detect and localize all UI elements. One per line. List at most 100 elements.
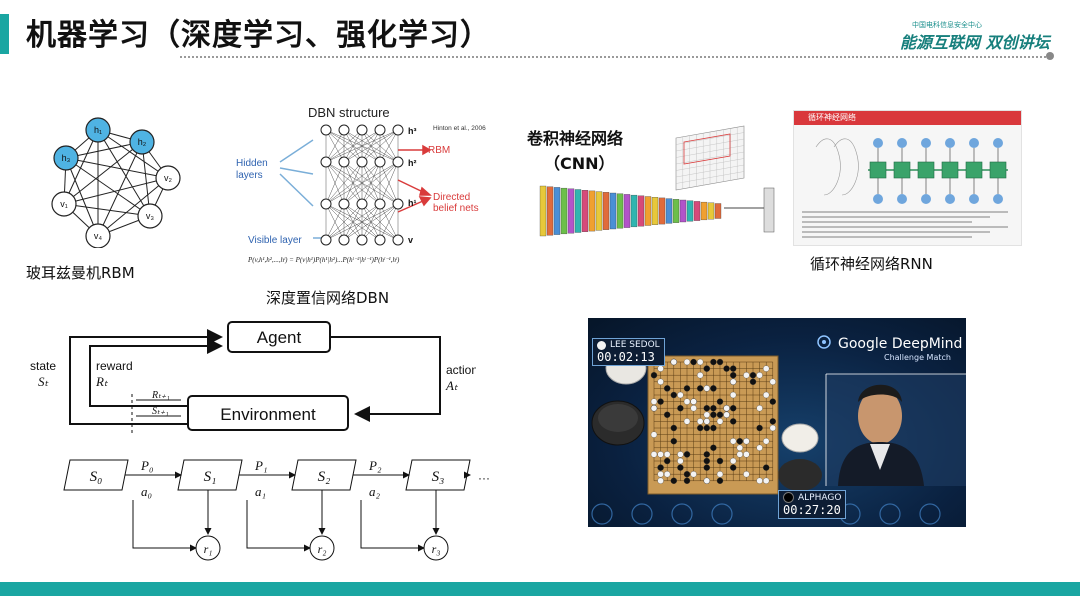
go-stone <box>664 385 670 391</box>
dbn-node <box>393 157 403 167</box>
go-stone <box>717 418 723 424</box>
go-stone <box>717 359 723 365</box>
player2-name: ALPHAGO <box>798 493 841 503</box>
go-stone <box>691 399 697 405</box>
brand-main-text: 能源互联网 双创讲坛 <box>900 29 1050 53</box>
go-stone <box>710 425 716 431</box>
reward-label: reward <box>96 359 133 373</box>
player1-scorebox: LEE SEDOL 00:02:13 <box>592 338 665 366</box>
go-stone <box>658 465 664 471</box>
mdp-chain-diagram: S₀S₁S₂S₃P₀a₀r₁P₁a₁r₂P₂a₂r₃ ··· <box>60 448 510 572</box>
dbn-diagram: DBN structure Hinton et al., 2006 Hidden… <box>228 100 508 272</box>
mdp-action-label: a₁ <box>255 484 266 499</box>
go-stone <box>658 478 664 484</box>
go-stone <box>697 372 703 378</box>
cnn-feature-map <box>568 189 574 233</box>
player2-scorebox: ALPHAGO 00:27:20 <box>778 490 846 519</box>
deepmind-subtitle: Challenge Match <box>884 353 951 362</box>
rnn-output-node <box>993 138 1003 148</box>
mdp-ellipsis: ··· <box>478 471 490 485</box>
rl-loop-diagram: Agent Environment state Sₜ reward Rₜ act… <box>26 316 476 438</box>
go-stone <box>671 438 677 444</box>
go-stone <box>730 458 736 464</box>
cnn-feature-map <box>701 202 707 220</box>
cnn-feature-map <box>631 195 637 227</box>
cnn-illustration <box>534 118 784 258</box>
cnn-feature-map <box>547 187 553 236</box>
dbn-caption: 深度置信网络DBN <box>266 287 389 308</box>
go-stone <box>697 418 703 424</box>
dbn-hidden-label-1: Hidden <box>236 158 268 169</box>
go-stone <box>704 451 710 457</box>
rnn-output-node <box>897 138 907 148</box>
go-stone <box>757 478 763 484</box>
rbm-caption: 玻耳兹曼机RBM <box>26 262 135 283</box>
go-stone <box>664 412 670 418</box>
rbm-label-v3: v₃ <box>146 211 155 221</box>
rnn-cell <box>966 162 982 178</box>
cnn-feature-map <box>715 204 721 219</box>
go-stone <box>710 385 716 391</box>
cnn-feature-map <box>596 192 602 231</box>
state-label: state <box>30 359 56 373</box>
go-stone <box>757 405 763 411</box>
cnn-input-grid <box>676 126 744 190</box>
cnn-feature-map <box>554 187 560 234</box>
go-stone <box>658 379 664 385</box>
rnn-input-node <box>921 194 931 204</box>
go-stone <box>750 372 756 378</box>
go-stone <box>724 405 730 411</box>
dbn-node <box>321 199 331 209</box>
reward-symbol: Rₜ <box>95 374 109 389</box>
dbn-node <box>375 235 385 245</box>
cnn-feature-map <box>540 186 546 236</box>
footer-bar <box>0 582 1080 596</box>
cnn-feature-map <box>645 197 651 226</box>
dbn-visible-label: Visible layer <box>248 235 302 246</box>
title-accent-bar <box>0 14 9 54</box>
rnn-input-node <box>993 194 1003 204</box>
go-stone <box>664 458 670 464</box>
player1-time: 00:02:13 <box>597 350 660 364</box>
dbn-node <box>357 235 367 245</box>
cnn-feature-map <box>617 194 623 229</box>
go-stone <box>704 385 710 391</box>
go-stone <box>684 385 690 391</box>
mdp-reward-arrow <box>361 500 424 548</box>
rnn-text-lines <box>802 211 1008 238</box>
rbm-label-h2: h₂ <box>138 137 147 147</box>
player2-time: 00:27:20 <box>783 503 841 517</box>
rnn-cell <box>990 162 1006 178</box>
go-stone <box>658 366 664 372</box>
dbn-node <box>339 199 349 209</box>
dbn-directed-label-1: Directed <box>433 192 470 203</box>
dbn-node <box>321 125 331 135</box>
cnn-feature-map <box>589 191 595 231</box>
go-stone <box>763 478 769 484</box>
rnn-diagram <box>794 125 1021 245</box>
next-state-symbol: Sₜ₊₁ <box>152 406 169 417</box>
dbn-node <box>375 157 385 167</box>
rbm-label-h3: h₃ <box>62 153 71 163</box>
agent-label: Agent <box>257 328 302 347</box>
go-stone <box>684 451 690 457</box>
dbn-title: DBN structure <box>308 105 390 120</box>
mdp-state-label: S₁ <box>204 469 217 485</box>
go-stone <box>704 418 710 424</box>
rnn-unrolled-cells <box>868 138 1008 204</box>
go-stone <box>717 412 723 418</box>
go-stone <box>724 412 730 418</box>
go-stone <box>684 471 690 477</box>
mdp-reward-label: r₃ <box>432 542 441 556</box>
go-stone <box>737 445 743 451</box>
go-stone <box>730 405 736 411</box>
next-reward-symbol: Rₜ₊₁ <box>151 390 170 401</box>
go-stone <box>743 372 749 378</box>
mdp-reward-label: r₂ <box>318 542 327 556</box>
rnn-input-node <box>969 194 979 204</box>
dbn-layer-h2: h² <box>408 158 417 168</box>
go-stone <box>710 405 716 411</box>
go-stone <box>684 478 690 484</box>
cnn-output <box>764 188 774 232</box>
go-stone <box>717 399 723 405</box>
